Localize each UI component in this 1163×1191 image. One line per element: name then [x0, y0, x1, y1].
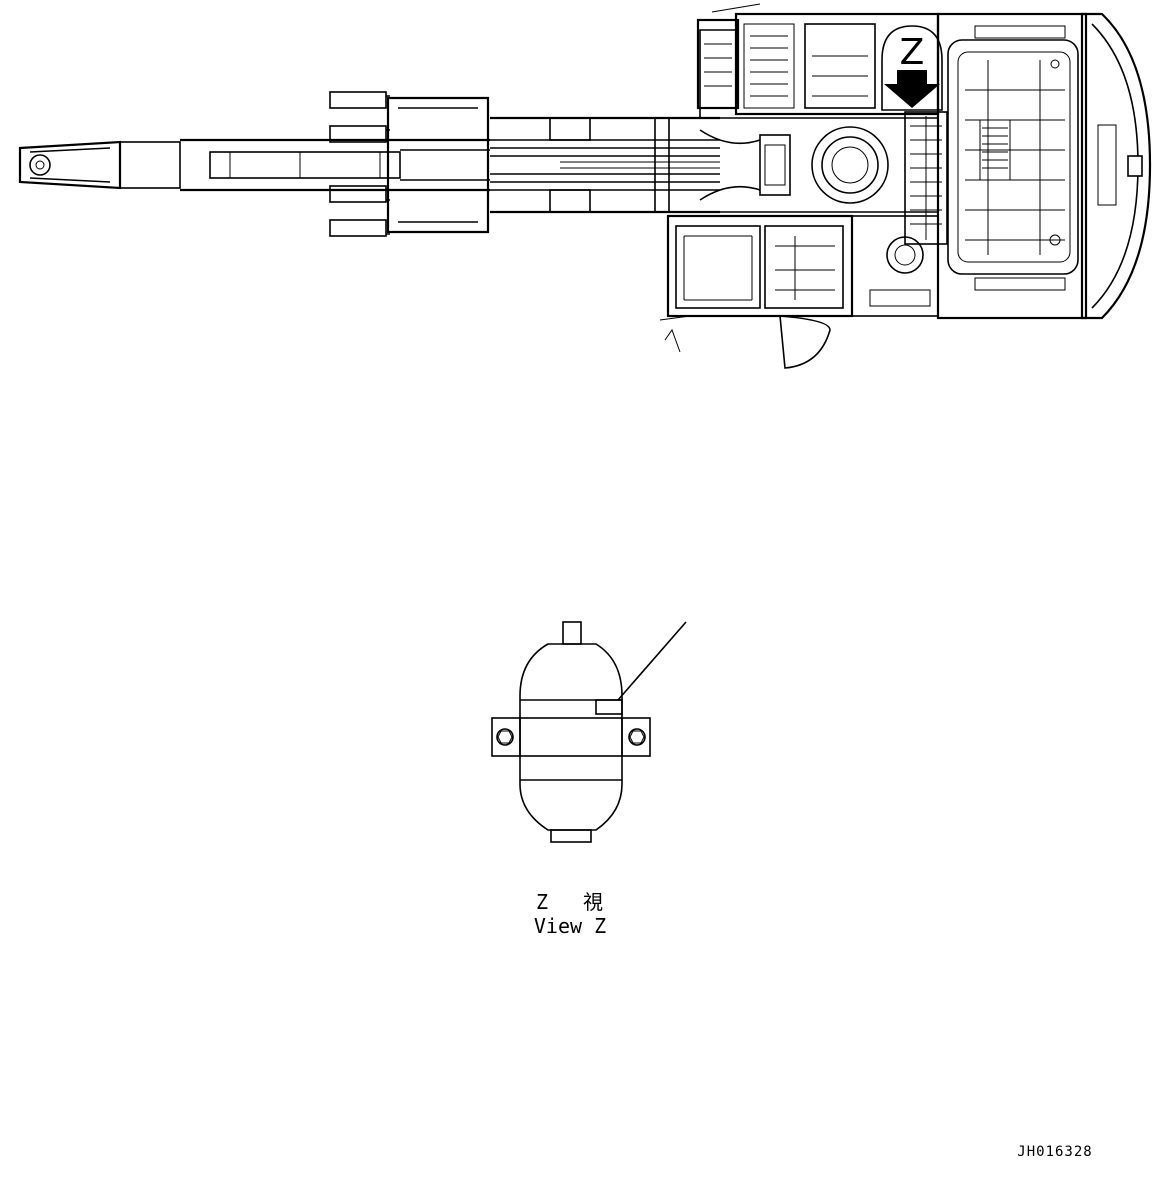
counterweight: [1080, 12, 1152, 320]
side-compartment: [696, 3, 761, 110]
view-label-jp: Z 視: [535, 890, 605, 914]
view-label-en: View Z: [533, 914, 607, 938]
rear-deck: [851, 215, 939, 317]
engine-hood: [936, 12, 1088, 320]
arm: [119, 138, 490, 192]
boom-assembly: [490, 116, 761, 214]
drawing-id: JH016328: [1017, 1144, 1093, 1160]
bucket: [18, 140, 122, 190]
excavator-top-view-icon: [18, 3, 1152, 369]
accumulator-icon: [491, 621, 651, 843]
revolving-frame: [699, 12, 940, 213]
control-valve: [904, 111, 948, 245]
boom-foot-bracket: [329, 91, 490, 237]
label-plate-icon: [595, 621, 687, 715]
view-arrow-letter: Z: [900, 32, 925, 73]
view-arrow-icon: Z: [881, 25, 943, 111]
cab: [659, 214, 854, 369]
